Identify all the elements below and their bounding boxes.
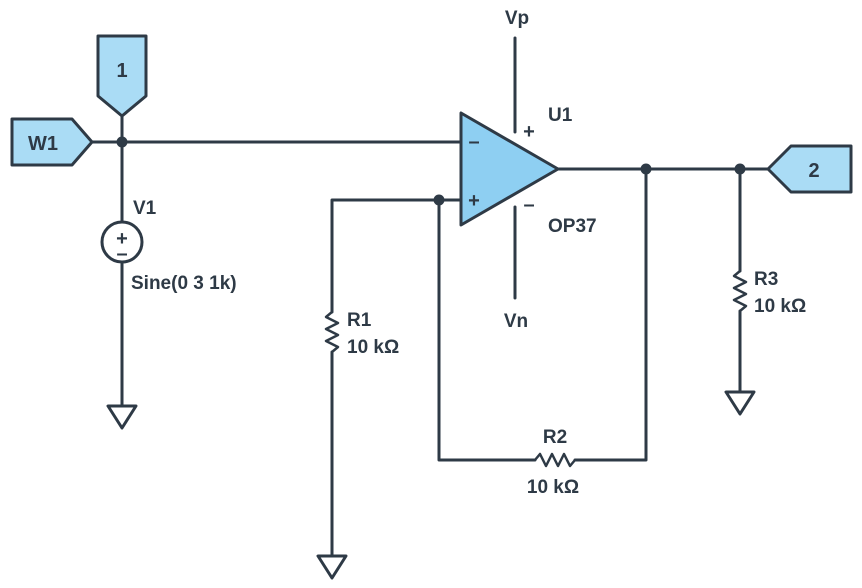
opamp-inverting-sign: – xyxy=(468,131,479,153)
supply-vn-label: Vn xyxy=(504,311,528,332)
r3-resistor-symbol xyxy=(732,270,748,312)
r2-resistor-symbol xyxy=(534,452,576,468)
opamp-ref-label: U1 xyxy=(548,105,573,126)
junction-output-node xyxy=(640,163,652,175)
r2-value-label: 10 kΩ xyxy=(527,477,579,498)
flag-w1-port xyxy=(10,117,94,167)
opamp-vp-pin-sign: + xyxy=(523,121,535,143)
opamp-body xyxy=(459,111,560,227)
r1-resistor-symbol xyxy=(324,311,340,353)
v1-ground-symbol xyxy=(106,404,138,430)
flag-2-port xyxy=(766,144,853,194)
v1-minus-sign: – xyxy=(116,243,127,265)
r1-ref-label: R1 xyxy=(347,310,372,331)
junction-input-node xyxy=(116,136,128,148)
supply-vp-label: Vp xyxy=(505,8,529,29)
junction-load-node xyxy=(734,163,746,175)
r3-ground-symbol xyxy=(724,390,756,416)
junction-noninv-node xyxy=(433,194,445,206)
r1-ground-symbol xyxy=(316,554,348,580)
r2-ref-label: R2 xyxy=(543,427,567,448)
flag-w1-label: W1 xyxy=(28,133,58,155)
opamp-noninverting-sign: + xyxy=(468,190,480,212)
r3-ref-label: R3 xyxy=(754,269,778,290)
v1-plus-sign: + xyxy=(116,228,128,250)
opamp-model-label: OP37 xyxy=(548,216,597,237)
flag-2-label: 2 xyxy=(808,160,819,182)
opamp-vn-pin-sign: – xyxy=(523,194,534,216)
v1-ref-label: V1 xyxy=(133,198,157,219)
r1-value-label: 10 kΩ xyxy=(347,337,399,358)
feedback-wire-right xyxy=(573,167,648,462)
flag-1-port xyxy=(96,34,148,118)
v1-value-label: Sine(0 3 1k) xyxy=(131,273,237,294)
r3-value-label: 10 kΩ xyxy=(754,296,806,317)
noninverting-input-wire xyxy=(330,198,463,314)
flag-1-label: 1 xyxy=(116,60,127,82)
feedback-wire-left xyxy=(437,198,537,462)
